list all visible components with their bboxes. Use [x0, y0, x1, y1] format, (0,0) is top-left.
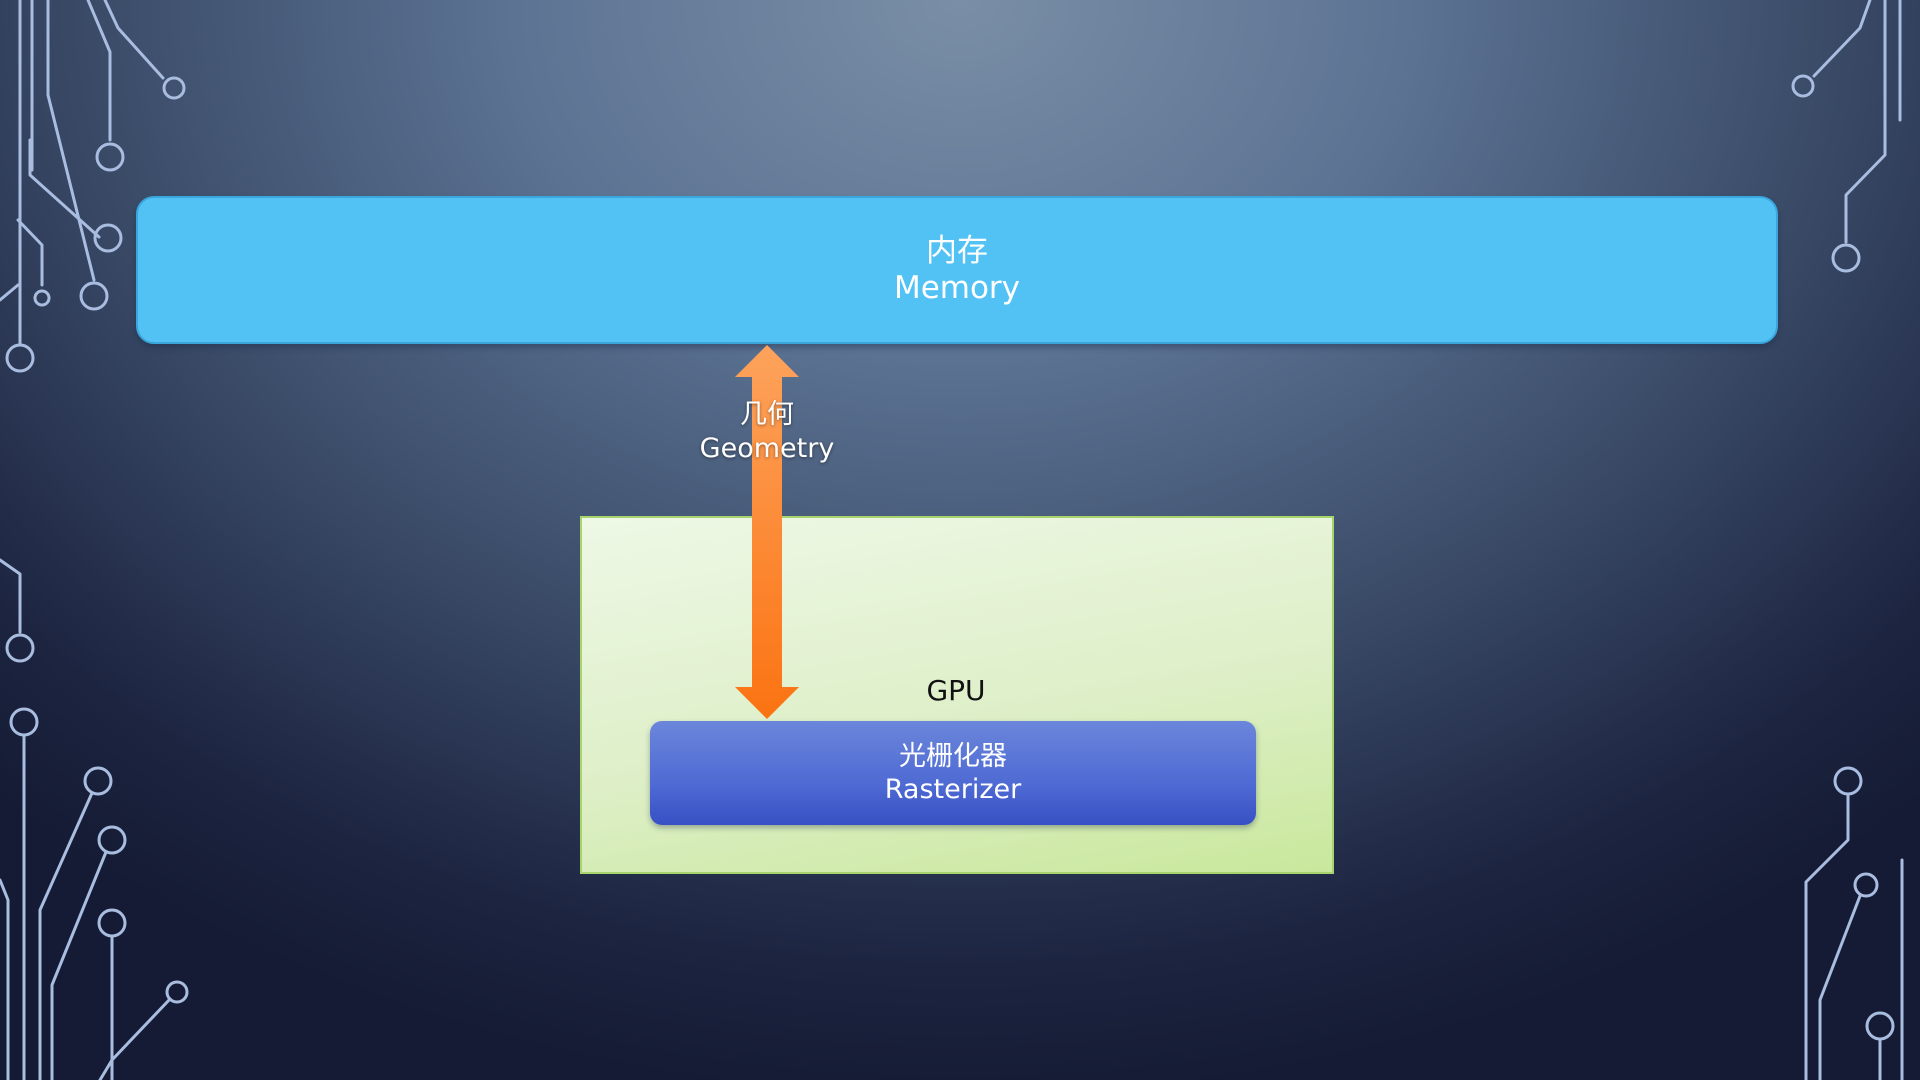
rasterizer-label-en: Rasterizer: [884, 774, 1022, 805]
double-arrow-icon: [735, 345, 799, 719]
geometry-label-cn: 几何: [740, 399, 794, 430]
memory-label-cn: 内存: [926, 233, 988, 269]
geometry-label: 几何 Geometry: [680, 398, 854, 466]
memory-label-en: Memory: [893, 270, 1021, 306]
memory-box: 内存 Memory: [136, 196, 1778, 344]
geometry-label-en: Geometry: [699, 433, 835, 464]
gpu-label: GPU: [926, 674, 986, 707]
rasterizer-box: 光栅化器 Rasterizer: [650, 721, 1256, 825]
rasterizer-label-cn: 光栅化器: [899, 741, 1007, 772]
